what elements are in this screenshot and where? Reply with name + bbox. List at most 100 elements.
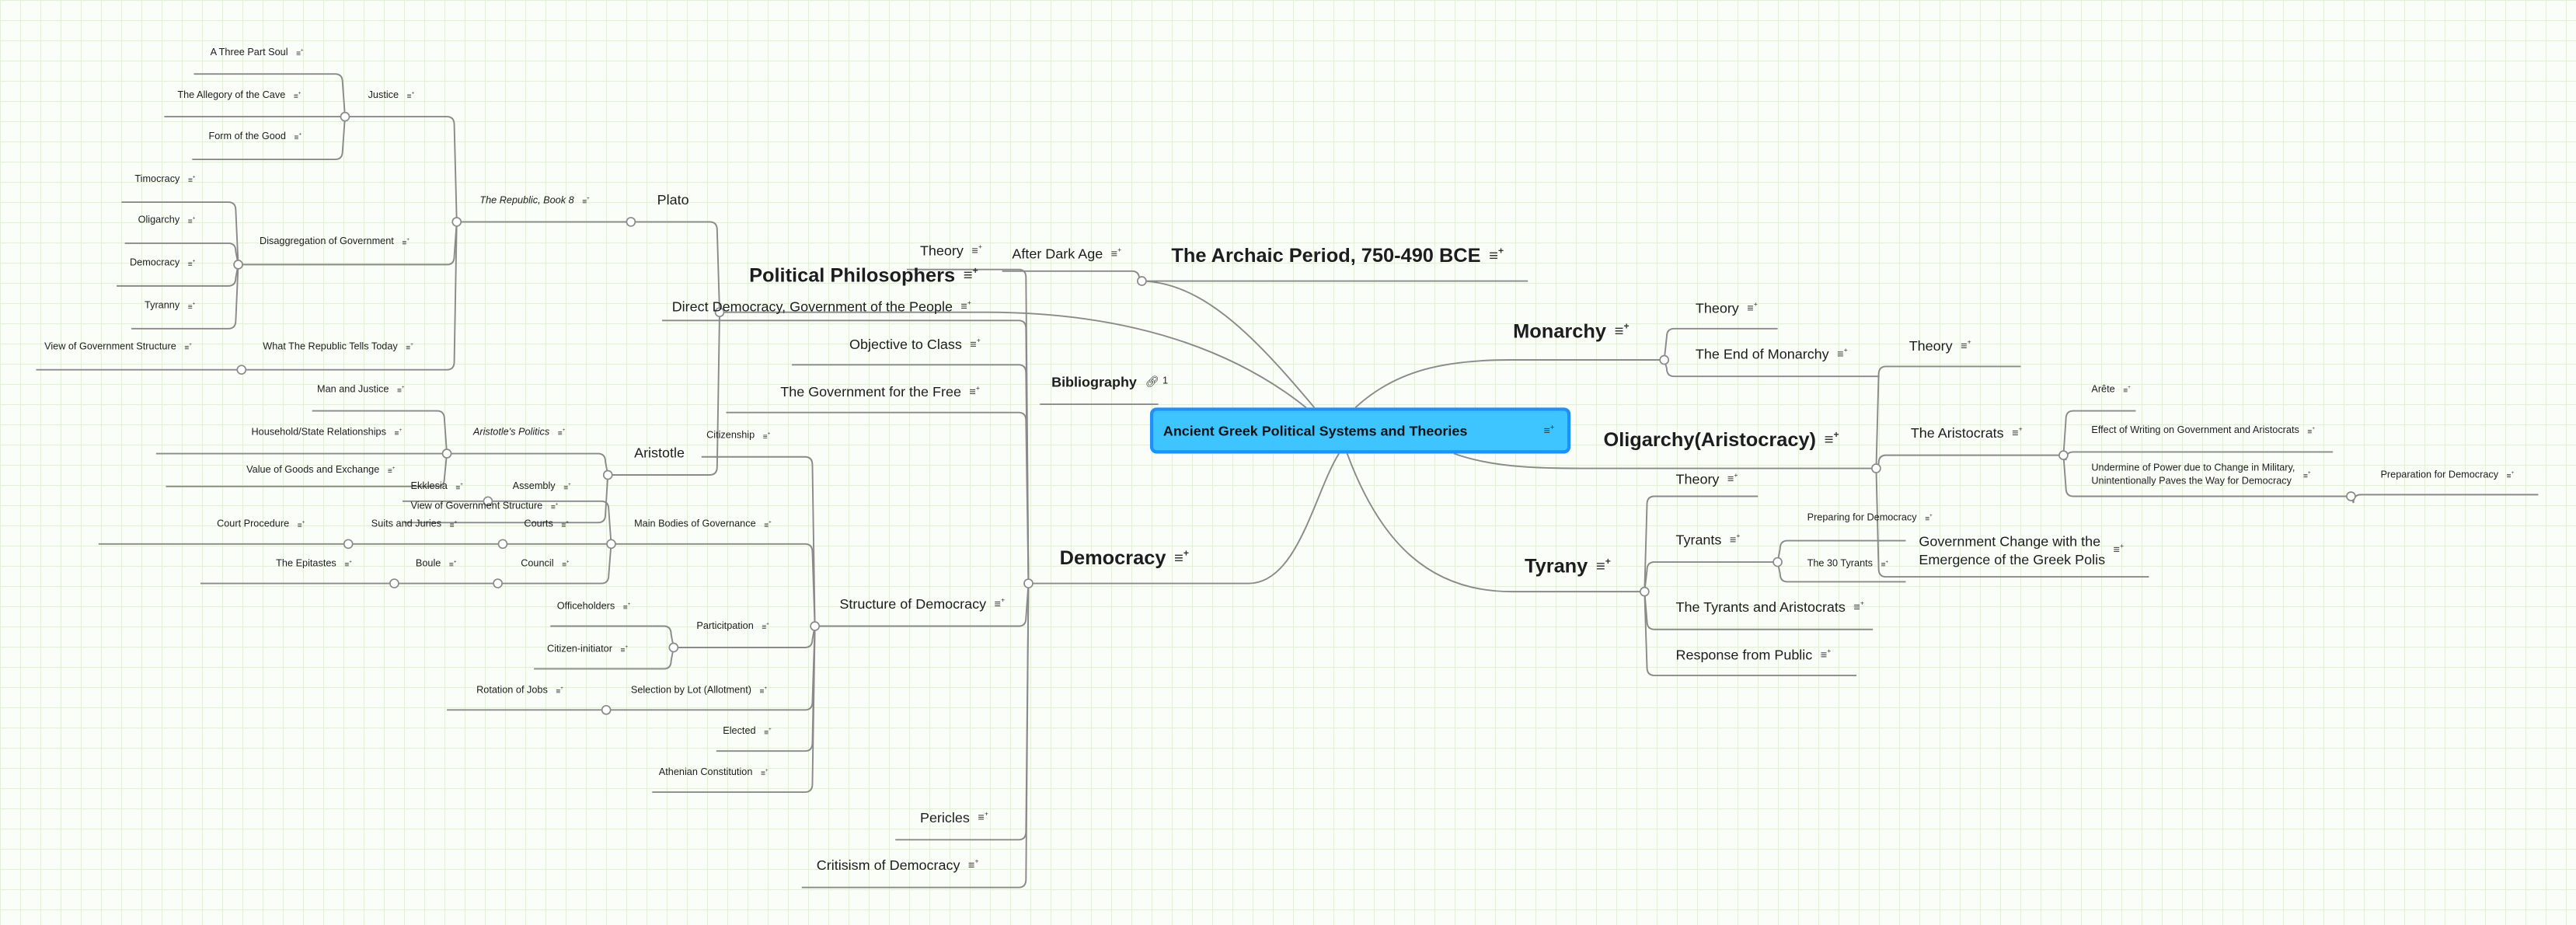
collapse-toggle[interactable] <box>1659 354 1670 365</box>
note-add-icon[interactable]: ≡+ <box>1961 337 1971 354</box>
note-add-icon[interactable]: ≡+ <box>556 684 563 697</box>
note-add-icon[interactable]: ≡+ <box>561 518 569 532</box>
collapse-toggle[interactable] <box>451 217 462 227</box>
collapse-toggle[interactable] <box>340 111 350 122</box>
collapse-toggle[interactable] <box>1023 578 1034 588</box>
topic-government-for-free[interactable]: The Government for the Free≡+ <box>780 383 980 400</box>
note-add-icon[interactable]: ≡+ <box>344 557 352 571</box>
note-add-icon[interactable]: ≡+ <box>550 500 559 513</box>
collapse-toggle[interactable] <box>714 307 725 318</box>
collapse-toggle[interactable] <box>497 539 508 550</box>
topic-monarchy[interactable]: Monarchy≡+ <box>1513 320 1629 343</box>
topic-republic-book-8[interactable]: The Republic, Book 8≡+ <box>479 194 590 208</box>
topic-boule[interactable]: Boule≡+ <box>416 557 457 571</box>
topic-elected[interactable]: Elected≡+ <box>723 726 771 739</box>
note-add-icon[interactable]: ≡+ <box>297 518 305 532</box>
note-add-icon[interactable]: ≡+ <box>397 383 405 396</box>
note-add-icon[interactable]: ≡+ <box>969 383 980 400</box>
topic-political-philosophers[interactable]: Political Philosophers≡+ <box>749 264 978 287</box>
note-add-icon[interactable]: ≡+ <box>2123 383 2131 396</box>
topic-democracy-theory[interactable]: Theory≡+ <box>920 243 982 260</box>
collapse-toggle[interactable] <box>236 365 247 375</box>
topic-aristotles-politics[interactable]: Aristotle's Politics≡+ <box>473 428 565 440</box>
note-add-icon[interactable]: ≡+ <box>762 620 769 634</box>
topic-tyrany[interactable]: Tyrany≡+ <box>1525 555 1611 578</box>
topic-suits-and-juries[interactable]: Suits and Juries≡+ <box>371 518 458 532</box>
topic-direct-democracy[interactable]: Direct Democracy, Government of the Peop… <box>672 298 971 315</box>
collapse-toggle[interactable] <box>810 621 820 631</box>
topic-tyrants-and-aristocrats[interactable]: The Tyrants and Aristocrats≡+ <box>1675 599 1864 616</box>
topic-republic-tells-today[interactable]: What The Republic Tells Today≡+ <box>263 342 413 354</box>
note-add-icon[interactable]: ≡+ <box>402 236 410 249</box>
note-add-icon[interactable]: ≡+ <box>187 257 196 271</box>
note-add-icon[interactable]: ≡+ <box>1881 557 1889 571</box>
topic-epitastes[interactable]: The Epitastes≡+ <box>276 557 352 571</box>
collapse-toggle[interactable] <box>1871 463 1881 473</box>
collapse-toggle[interactable] <box>233 260 243 270</box>
note-add-icon[interactable]: ≡+ <box>960 298 971 314</box>
topic-archaic-period[interactable]: The Archaic Period, 750-490 BCE≡+ <box>1171 244 1504 267</box>
topic-timocracy[interactable]: Timocracy≡+ <box>134 174 195 187</box>
topic-democracy-sub[interactable]: Democracy≡+ <box>130 257 196 271</box>
note-add-icon[interactable]: ≡+ <box>184 340 192 354</box>
collapse-toggle[interactable] <box>343 539 354 550</box>
collapse-toggle[interactable] <box>601 704 612 715</box>
note-add-icon[interactable]: ≡+ <box>563 480 571 494</box>
note-add-icon[interactable]: ≡+ <box>1595 557 1611 576</box>
topic-main-bodies[interactable]: Main Bodies of Governance≡+ <box>634 519 772 532</box>
note-add-icon[interactable]: ≡+ <box>187 215 196 228</box>
topic-end-of-monarchy[interactable]: The End of Monarchy≡+ <box>1696 346 1848 363</box>
topic-man-and-justice[interactable]: Man and Justice≡+ <box>317 383 405 397</box>
note-add-icon[interactable]: ≡+ <box>1727 470 1738 487</box>
note-add-icon[interactable]: ≡+ <box>1853 599 1864 615</box>
collapse-toggle[interactable] <box>602 469 613 480</box>
collapse-toggle[interactable] <box>1639 586 1650 597</box>
note-add-icon[interactable]: ≡+ <box>582 194 590 208</box>
note-add-icon[interactable]: ≡+ <box>2113 541 2125 557</box>
note-add-icon[interactable]: ≡+ <box>2303 469 2311 482</box>
topic-government-change[interactable]: Government Change with the Emergence of … <box>1919 533 2124 568</box>
note-add-icon[interactable]: ≡+ <box>1729 532 1741 547</box>
topic-officeholders[interactable]: Officeholders≡+ <box>557 602 631 614</box>
topic-form-of-good[interactable]: Form of the Good≡+ <box>209 131 302 144</box>
collapse-toggle[interactable] <box>441 449 452 459</box>
topic-preparing-for-democracy[interactable]: Preparing for Democracy≡+ <box>1807 511 1933 525</box>
note-add-icon[interactable]: ≡+ <box>1824 431 1839 449</box>
collapse-toggle[interactable] <box>2346 491 2356 501</box>
topic-household-state[interactable]: Household/State Relationships≡+ <box>251 428 402 440</box>
note-add-icon[interactable]: ≡+ <box>448 557 457 571</box>
note-add-icon[interactable]: ≡+ <box>455 480 463 494</box>
note-add-icon[interactable]: ≡+ <box>187 299 196 313</box>
collapse-toggle[interactable] <box>606 539 616 550</box>
note-add-icon[interactable]: ≡+ <box>449 518 458 532</box>
topic-after-dark-age[interactable]: After Dark Age≡+ <box>1012 246 1121 263</box>
topic-participation[interactable]: Particitpation≡+ <box>696 620 769 634</box>
topic-aristotle[interactable]: Aristotle <box>634 445 685 462</box>
collapse-toggle[interactable] <box>626 217 636 227</box>
topic-tyranny-sub[interactable]: Tyranny≡+ <box>145 299 196 313</box>
topic-tyrants[interactable]: Tyrants≡+ <box>1675 532 1741 549</box>
topic-undermine-of-power[interactable]: Undermine of Power due to Change in Mili… <box>2091 464 2310 489</box>
topic-30-tyrants[interactable]: The 30 Tyrants≡+ <box>1807 557 1889 571</box>
topic-court-procedure[interactable]: Court Procedure≡+ <box>217 518 305 532</box>
note-add-icon[interactable]: ≡+ <box>1925 511 1933 525</box>
note-add-icon[interactable]: ≡+ <box>968 857 979 873</box>
note-add-icon[interactable]: ≡+ <box>1747 300 1758 316</box>
collapse-toggle[interactable] <box>1137 276 1147 286</box>
note-add-icon[interactable]: ≡+ <box>759 684 768 697</box>
topic-bibliography[interactable]: Bibliography🔗︎1 <box>1051 374 1168 391</box>
topic-selection-by-lot[interactable]: Selection by Lot (Allotment)≡+ <box>631 686 767 698</box>
note-add-icon[interactable]: ≡+ <box>394 426 403 439</box>
topic-view-government-structure[interactable]: View of Government Structure≡+ <box>44 340 192 354</box>
topic-oligarchy-theory[interactable]: Theory≡+ <box>1909 337 1971 354</box>
note-add-icon[interactable]: ≡+ <box>2506 469 2515 482</box>
topic-objective-to-class[interactable]: Objective to Class≡+ <box>849 336 981 353</box>
collapse-toggle[interactable] <box>2058 450 2069 460</box>
topic-justice[interactable]: Justice≡+ <box>368 90 415 103</box>
note-add-icon[interactable]: ≡+ <box>978 809 988 826</box>
topic-ekklesia[interactable]: Ekklesia≡+ <box>411 480 463 494</box>
topic-three-part-soul[interactable]: A Three Part Soul≡+ <box>211 47 304 61</box>
note-add-icon[interactable]: ≡+ <box>1489 246 1504 266</box>
topic-tyrany-theory[interactable]: Theory≡+ <box>1675 470 1738 487</box>
